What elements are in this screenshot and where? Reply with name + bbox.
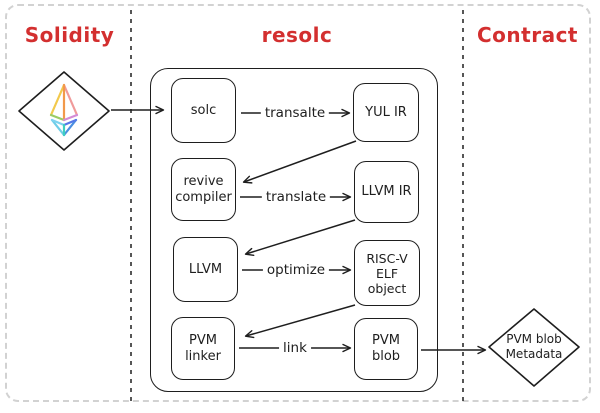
column-header-resolc: resolc: [261, 23, 333, 47]
column-header-solidity: Solidity: [24, 23, 115, 47]
arrow-yul-to-revive: [242, 140, 357, 184]
edge-label-optimize: optimize: [262, 262, 330, 278]
column-header-contract: Contract: [477, 23, 578, 47]
node-yul-ir: YUL IR: [353, 83, 419, 142]
node-llvm-ir: LLVM IR: [354, 161, 419, 223]
node-pvm-metadata-label: PVM blob Metadata: [489, 332, 579, 362]
pvm-metadata-diamond-node: [488, 308, 580, 387]
pvm-metadata-line2: Metadata: [505, 347, 563, 361]
node-riscv-elf-object: RISC-V ELF object: [354, 240, 420, 306]
node-pvm-blob: PVM blob: [354, 318, 418, 380]
pvm-metadata-line1: PVM blob: [506, 332, 562, 346]
node-solc: solc: [171, 78, 236, 143]
node-pvm-linker: PVM linker: [171, 317, 235, 380]
edge-label-link: link: [279, 340, 311, 356]
ethereum-logo-icon: [49, 83, 79, 137]
node-llvm: LLVM: [173, 237, 238, 302]
page-dashed-border: [5, 4, 591, 402]
node-revive-compiler: revive compiler: [171, 158, 236, 221]
edge-label-transalte: transalte: [260, 105, 330, 121]
arrow-riscv-to-linker: [244, 304, 356, 339]
edge-label-translate: translate: [261, 189, 331, 205]
arrow-llvmir-to-llvm: [244, 219, 356, 256]
resolc-pipeline-container: [150, 68, 438, 392]
